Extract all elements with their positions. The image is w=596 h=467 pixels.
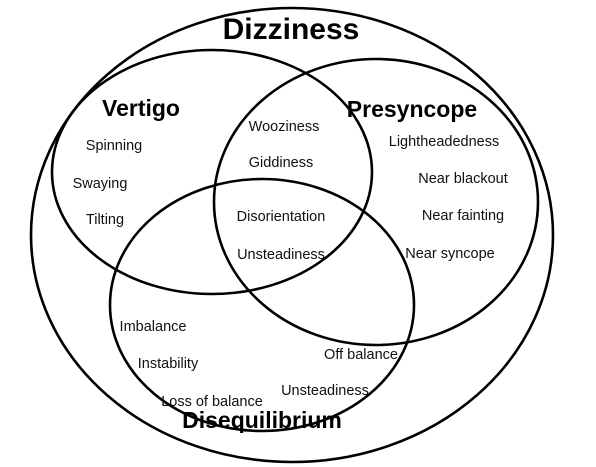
vertigo-term: Spinning (86, 138, 142, 154)
vertigo-term: Tilting (86, 212, 124, 228)
vertigo-term: Swaying (73, 176, 128, 192)
center-term: Unsteadiness (237, 247, 325, 263)
presyncope-term: Near blackout (418, 171, 507, 187)
disequilibrium-term: Imbalance (120, 319, 187, 335)
overlap-term: Wooziness (249, 119, 320, 135)
disequilibrium-circle (108, 177, 416, 433)
overlap-term: Giddiness (249, 155, 313, 171)
vertigo-circle (50, 48, 374, 296)
disequilibrium-term: Instability (138, 356, 199, 372)
vertigo-title: Vertigo (102, 95, 180, 121)
disequilibrium-term: Off balance (324, 347, 398, 363)
presyncope-circle (212, 57, 540, 347)
disequilibrium-title: Disequilibrium (182, 407, 342, 433)
disequilibrium-term: Loss of balance (161, 394, 263, 410)
presyncope-title: Presyncope (347, 96, 477, 122)
presyncope-term: Near fainting (422, 208, 504, 224)
disequilibrium-term: Unsteadiness (281, 383, 369, 399)
presyncope-term: Lightheadedness (389, 134, 499, 150)
dizziness-circle (29, 6, 555, 464)
presyncope-term: Near syncope (405, 246, 494, 262)
dizziness-title: Dizziness (223, 13, 360, 46)
center-term: Disorientation (237, 209, 326, 225)
